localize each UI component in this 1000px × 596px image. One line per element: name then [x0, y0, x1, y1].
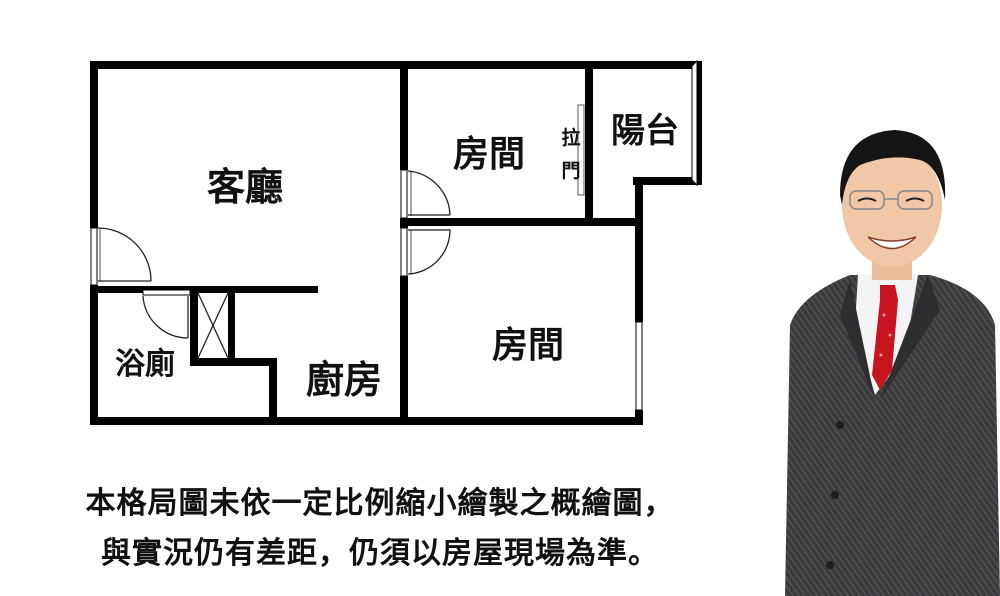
- sliding-door[interactable]: [577, 104, 585, 196]
- face: [842, 143, 942, 267]
- window-balcony: [691, 59, 698, 187]
- door-bathroom[interactable]: [142, 289, 191, 339]
- room-label-kitchen: 廚房: [306, 358, 382, 402]
- hair: [840, 130, 946, 205]
- door-bedroom1[interactable]: [400, 169, 451, 219]
- door-bedroom2[interactable]: [400, 227, 451, 277]
- window-living: [90, 227, 98, 286]
- red-tie: [872, 285, 898, 390]
- room-label-living: 客廳: [207, 165, 283, 209]
- room-label-bedroom2: 房間: [492, 325, 564, 366]
- sliding-door-label-1: 拉: [561, 126, 580, 149]
- disclaimer-line-2: 與實況仍有差距，仍須以房屋現場為準。: [101, 536, 659, 571]
- walls: [90, 61, 702, 425]
- sliding-door-label-2: 門: [561, 160, 580, 182]
- room-label-bathroom: 浴廁: [115, 347, 175, 382]
- disclaimer-line-1: 本格局圖未依一定比例縮小繪製之概繪圖，: [85, 486, 675, 521]
- suit: [785, 275, 1000, 596]
- utility-shaft: [197, 292, 229, 359]
- room-label-balcony: 陽台: [611, 111, 679, 151]
- room-label-bedroom1: 房間: [453, 134, 525, 175]
- window-bedroom2: [635, 321, 643, 411]
- door-living[interactable]: [97, 227, 152, 282]
- agent-photo: [785, 130, 1000, 596]
